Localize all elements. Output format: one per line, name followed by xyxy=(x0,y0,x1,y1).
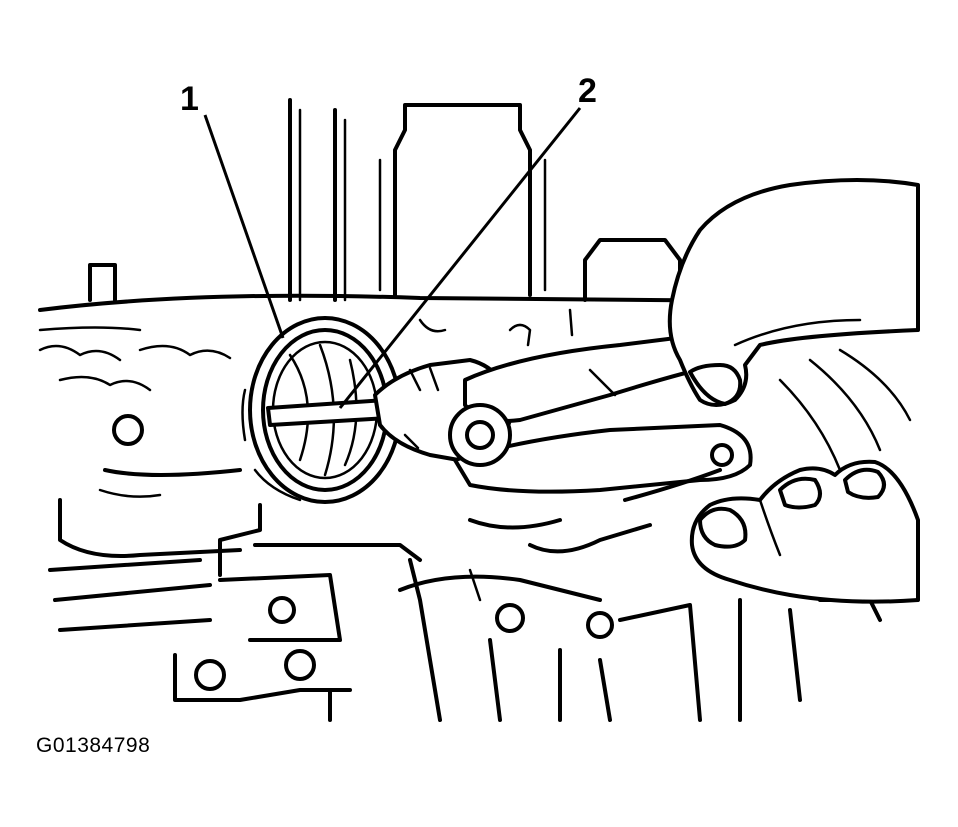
leader-line-2 xyxy=(338,107,582,409)
leader-line-1 xyxy=(203,114,285,339)
upper-hand xyxy=(667,178,920,407)
lower-hand xyxy=(689,459,920,604)
callout-label-1: 1 xyxy=(180,80,199,118)
figure-id-caption: G01384798 xyxy=(36,734,151,757)
snap-ring-pliers xyxy=(266,333,753,502)
callout-label-2: 2 xyxy=(578,72,597,110)
